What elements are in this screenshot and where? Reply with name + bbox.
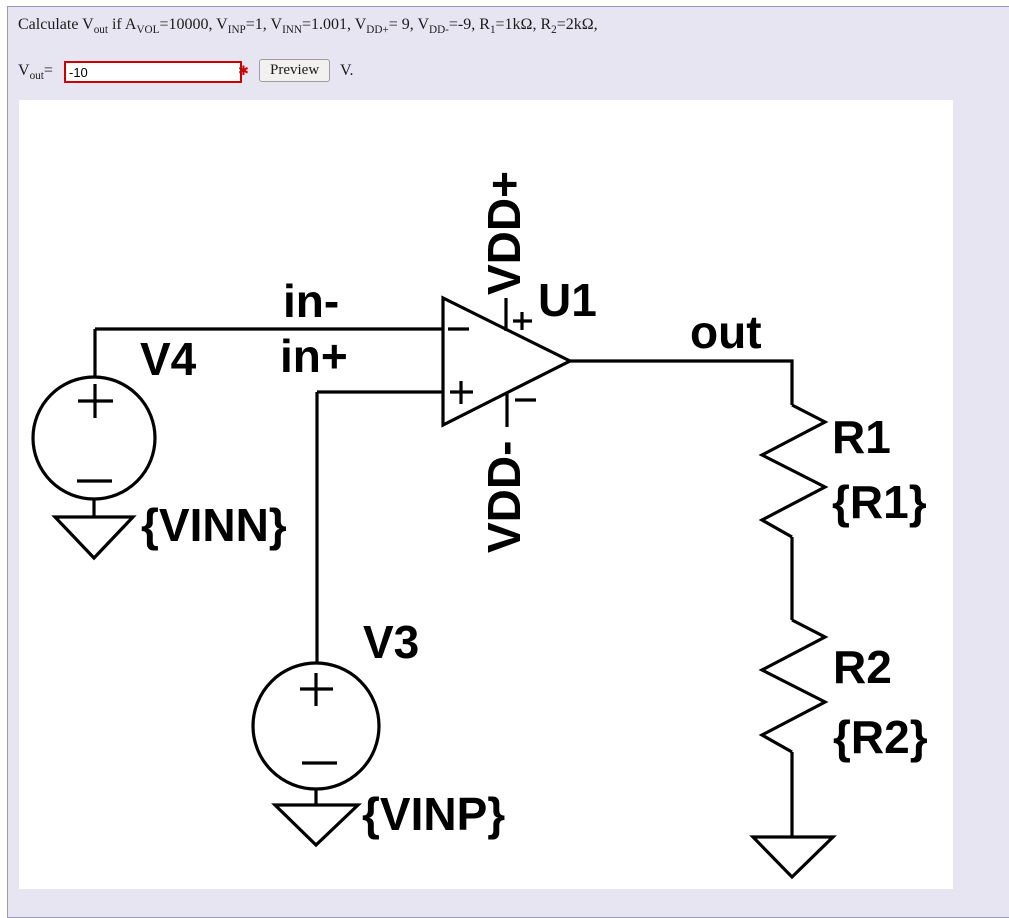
ground-icon	[271, 803, 362, 848]
preview-button[interactable]: Preview	[259, 59, 331, 82]
resistor-zigzag	[758, 403, 829, 539]
source-v3-ref-label: V3	[363, 616, 419, 668]
vdd-minus-label: VDD-	[478, 441, 530, 553]
resistor-zigzag	[758, 618, 829, 754]
ground-icon	[51, 515, 137, 561]
required-asterisk-icon: ✱	[238, 64, 249, 79]
net-label-in-plus: in+	[280, 330, 348, 382]
source-v4-ref-label: V4	[140, 333, 197, 385]
answer-label: Vout=	[18, 62, 53, 83]
wires	[93, 327, 794, 837]
resistor-r2-symbol	[758, 618, 829, 754]
source-v3-symbol	[251, 661, 381, 848]
opamp-ref-label: U1	[538, 274, 597, 326]
resistor-r2-ref-label: R2	[833, 641, 892, 693]
resistor-r1-value-label: {R1}	[832, 476, 927, 528]
net-label-in-minus: in-	[283, 275, 339, 327]
schematic-panel: in- in+ out U1 VDD+ VDD- V4 {VINN} V3 {V…	[19, 100, 953, 889]
unit-label: V.	[340, 62, 354, 79]
source-v4-symbol	[31, 375, 157, 561]
source-v4-value-label: {VINN}	[141, 499, 287, 551]
resistor-r2-value-label: {R2}	[833, 711, 928, 763]
circuit-schematic: in- in+ out U1 VDD+ VDD- V4 {VINN} V3 {V…	[31, 171, 928, 880]
resistor-r1-ref-label: R1	[832, 411, 891, 463]
question-text: Calculate Vout if AVOL=10000, VINP=1, VI…	[18, 16, 598, 37]
answer-input[interactable]	[64, 61, 242, 83]
vdd-plus-label: VDD+	[478, 171, 530, 295]
net-label-out: out	[690, 306, 762, 358]
opamp-symbol	[441, 295, 574, 428]
source-v3-value-label: {VINP}	[362, 788, 505, 840]
ground-icon	[749, 835, 837, 880]
resistor-r1-symbol	[758, 403, 829, 539]
wire-out	[570, 359, 794, 405]
